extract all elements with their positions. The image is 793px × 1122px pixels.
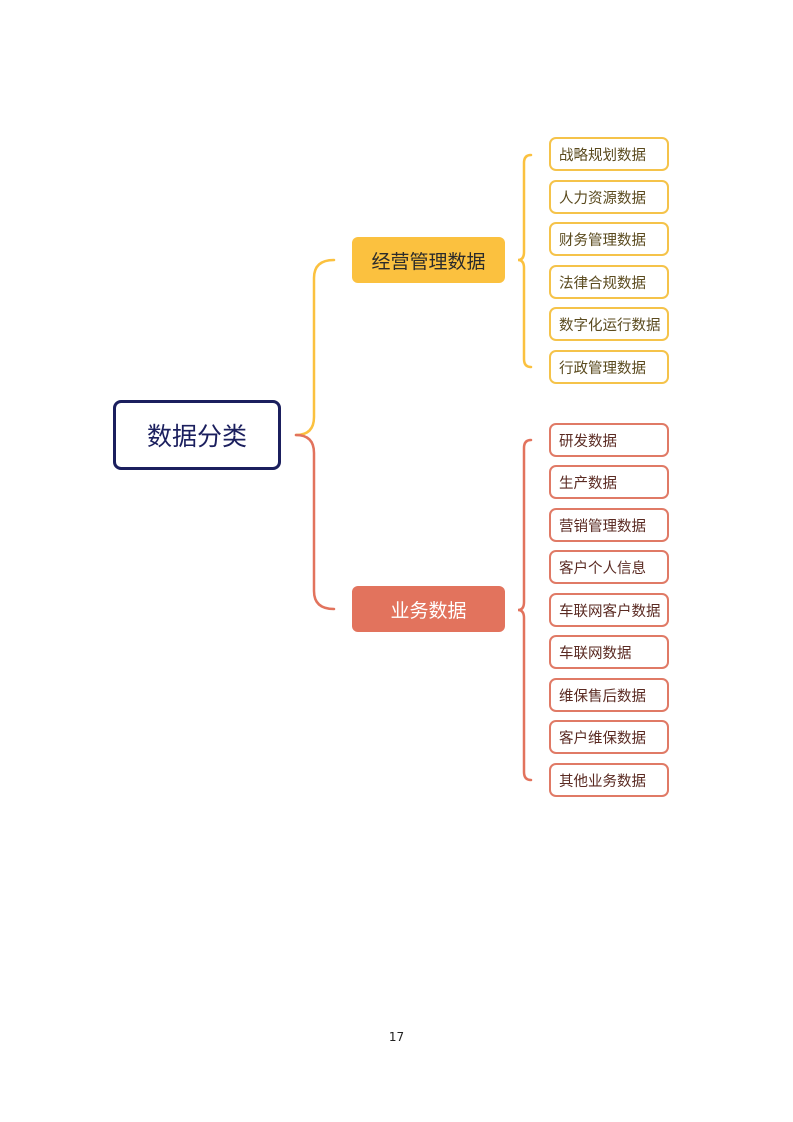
brace-business-leaves [517,438,533,782]
leaf-node-label: 研发数据 [559,433,617,450]
leaf-node-human-resources-data: 人力资源数据 [549,180,669,214]
leaf-node-label: 数字化运行数据 [559,317,661,334]
leaf-node-label: 战略规划数据 [559,147,646,164]
leaf-node-label: 维保售后数据 [559,688,646,705]
leaf-node-production-data: 生产数据 [549,465,669,499]
leaf-node-maintenance-aftersales-data: 维保售后数据 [549,678,669,712]
leaf-node-label: 客户维保数据 [559,730,646,747]
branch-node-business-data: 业务数据 [352,586,505,632]
leaf-node-financial-management-data: 财务管理数据 [549,222,669,256]
leaf-node-label: 行政管理数据 [559,360,646,377]
leaf-node-label: 客户个人信息 [559,560,646,577]
leaf-node-connected-vehicle-data: 车联网数据 [549,635,669,669]
branch-node-label: 业务数据 [390,599,467,622]
leaf-node-label: 车联网数据 [559,645,632,662]
root-node-label: 数据分类 [146,422,247,451]
brace-management-leaves [517,153,533,369]
leaf-node-label: 生产数据 [559,475,617,492]
branch-node-business-management-data: 经营管理数据 [352,237,505,283]
leaf-node-marketing-management-data: 营销管理数据 [549,508,669,542]
leaf-node-strategy-planning-data: 战略规划数据 [549,137,669,171]
leaf-node-digital-operations-data: 数字化运行数据 [549,307,669,341]
leaf-node-legal-compliance-data: 法律合规数据 [549,265,669,299]
leaf-node-label: 车联网客户数据 [559,603,661,620]
leaf-node-label: 营销管理数据 [559,518,646,535]
leaf-node-customer-personal-info: 客户个人信息 [549,550,669,584]
leaf-node-label: 其他业务数据 [559,773,646,790]
leaf-node-label: 法律合规数据 [559,275,646,292]
connector-root-to-management [294,258,336,437]
branch-node-label: 经营管理数据 [371,250,486,273]
leaf-node-customer-maintenance-data: 客户维保数据 [549,720,669,754]
leaf-node-other-business-data: 其他业务数据 [549,763,669,797]
root-node-data-classification: 数据分类 [113,400,281,470]
leaf-node-rd-data: 研发数据 [549,423,669,457]
page-number: 17 [388,1030,405,1044]
leaf-node-administrative-management-data: 行政管理数据 [549,350,669,384]
leaf-node-label: 人力资源数据 [559,190,646,207]
leaf-node-connected-vehicle-customer-data: 车联网客户数据 [549,593,669,627]
connector-root-to-business [294,433,336,611]
leaf-node-label: 财务管理数据 [559,232,646,249]
